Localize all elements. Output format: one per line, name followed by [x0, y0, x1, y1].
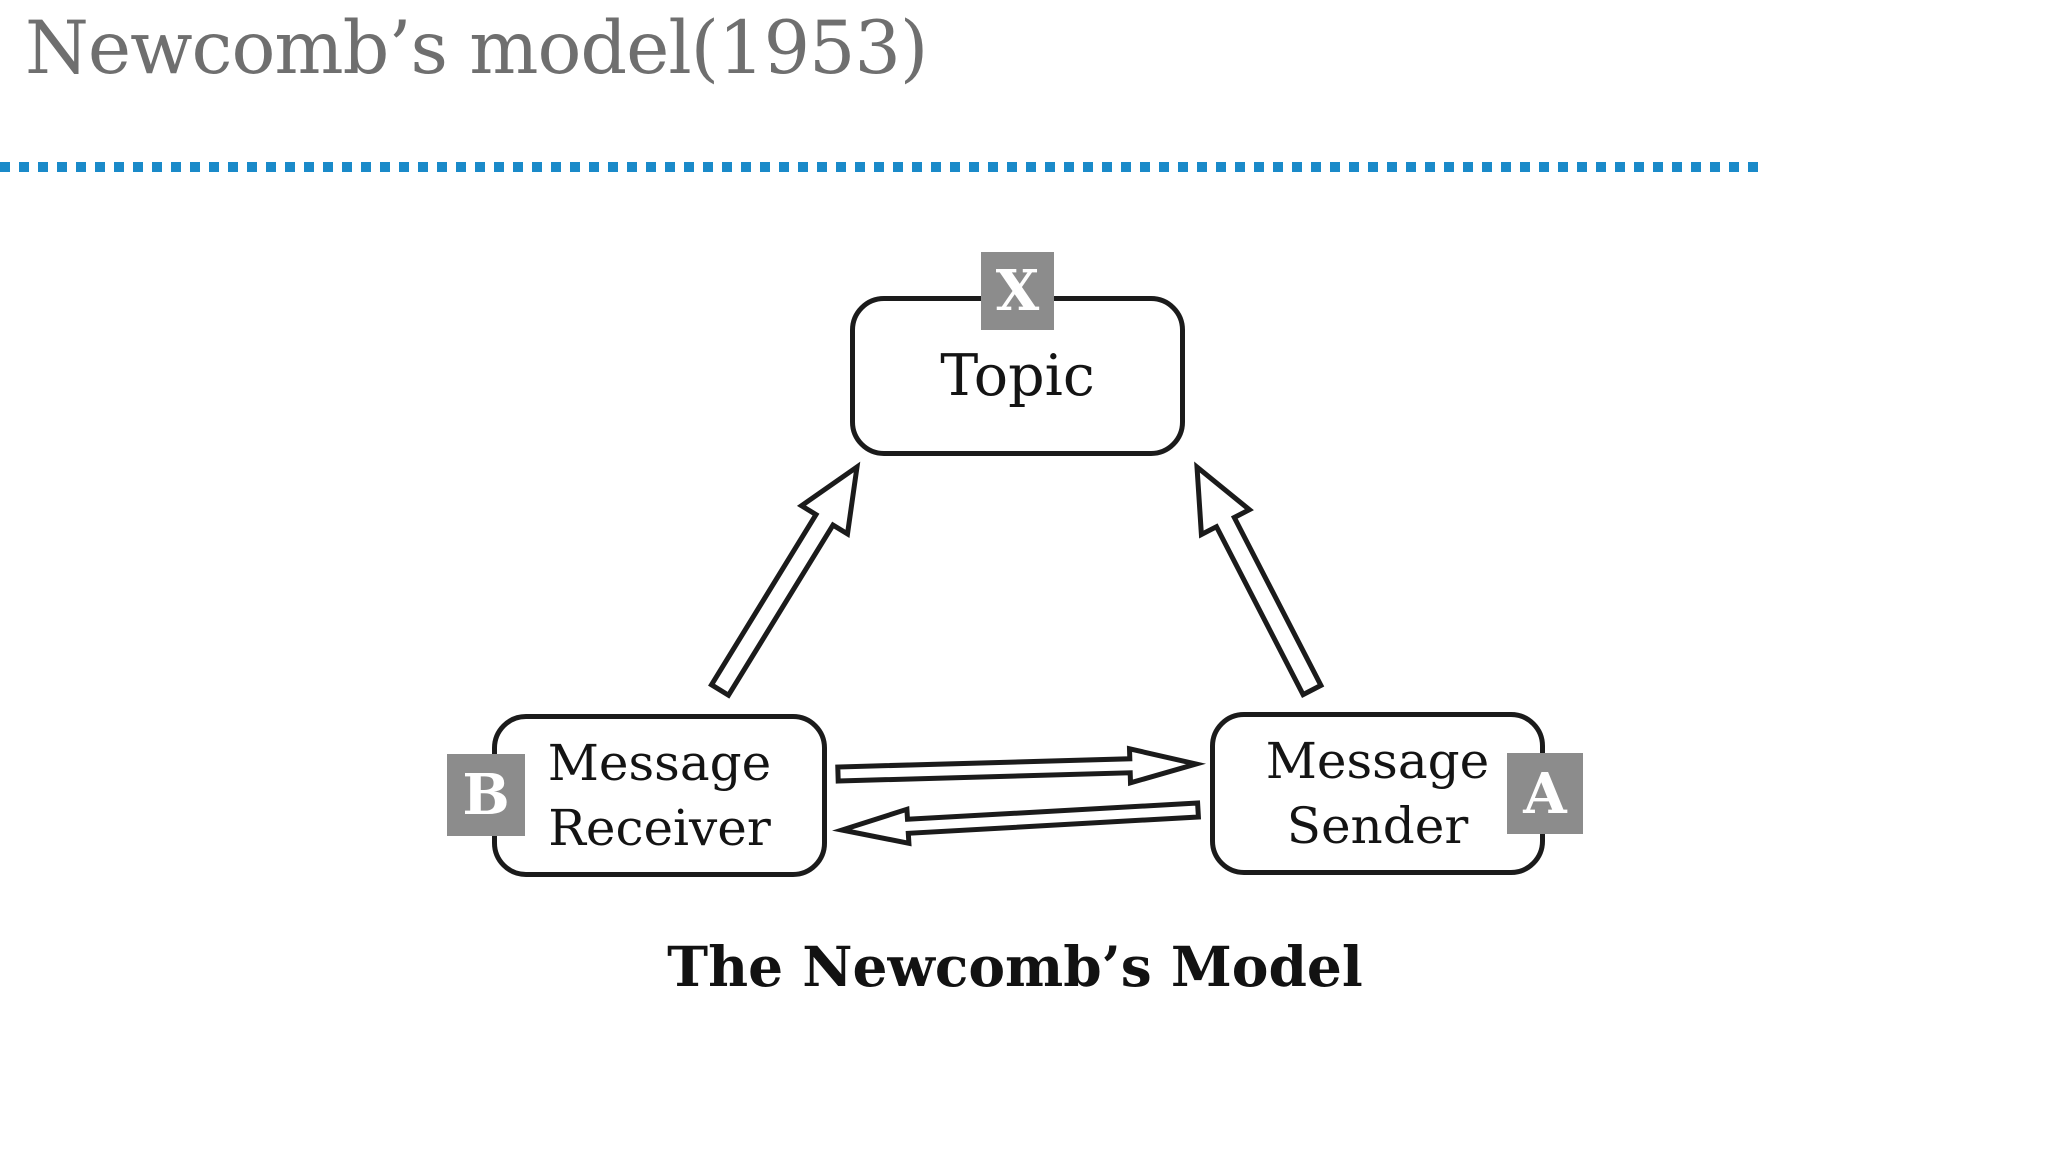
node-message-receiver: Message Receiver [492, 714, 827, 877]
slide-title: Newcomb’s model(1953) [25, 6, 928, 91]
node-sender-label-line2: Sender [1286, 796, 1469, 855]
node-topic-label: Topic [940, 343, 1095, 409]
badge-b: B [447, 754, 525, 836]
arrow-sender-to-topic [1194, 461, 1325, 698]
badge-a: A [1507, 753, 1583, 834]
node-receiver-label-line1: Message [547, 733, 772, 792]
badge-x: X [981, 252, 1054, 330]
arrow-receiver-to-topic [708, 461, 861, 699]
node-receiver-label: Message Receiver [548, 731, 772, 861]
arrow-receiver-to-sender [835, 745, 1207, 787]
node-sender-label-line1: Message [1265, 731, 1490, 790]
dotted-divider [0, 162, 1758, 172]
arrow-sender-to-receiver [832, 800, 1202, 847]
node-message-sender: Message Sender [1210, 712, 1545, 875]
node-receiver-label-line2: Receiver [548, 798, 771, 857]
node-sender-label: Message Sender [1266, 729, 1490, 859]
diagram-caption: The Newcomb’s Model [667, 934, 1363, 999]
